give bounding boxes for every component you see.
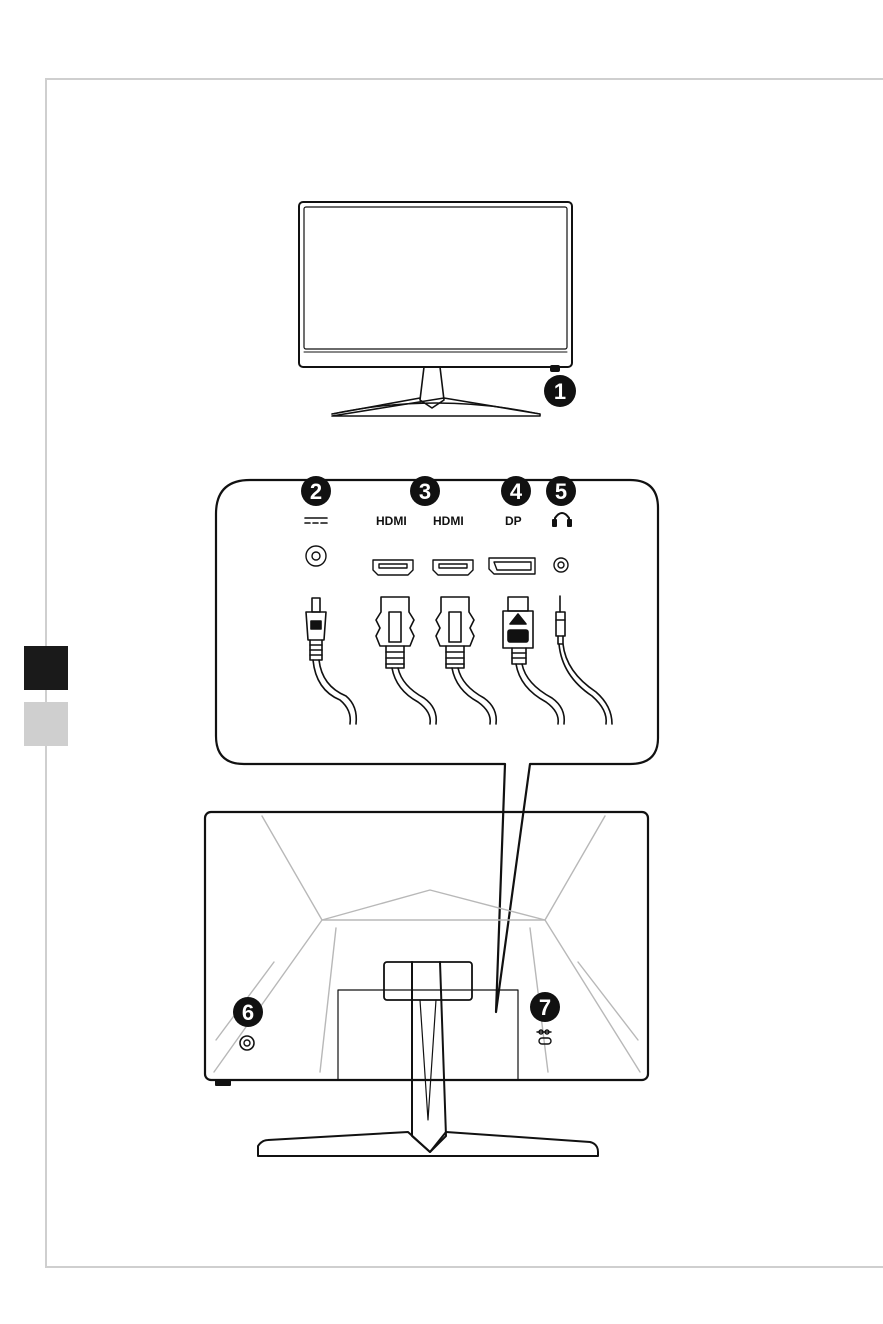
dc-power-cable	[306, 598, 356, 724]
power-button-icon	[551, 366, 559, 371]
displayport-port	[489, 558, 535, 574]
callout-badge-7: 7	[530, 992, 560, 1022]
svg-text:7: 7	[539, 995, 551, 1020]
callout-badge-2: 2	[301, 476, 331, 506]
callout-badge-6: 6	[233, 997, 263, 1027]
svg-text:5: 5	[555, 479, 567, 504]
back-audio-jack	[240, 1036, 254, 1050]
svg-text:4: 4	[510, 479, 523, 504]
callout-badge-5: 5	[546, 476, 576, 506]
monitor-front-view	[299, 202, 572, 416]
callout-badge-1: 1	[544, 375, 576, 407]
svg-text:6: 6	[242, 1000, 254, 1025]
port-label-hdmi-2: HDMI	[433, 514, 464, 528]
hdmi-port-1	[373, 560, 413, 575]
dc-power-icon	[305, 518, 327, 523]
port-label-dp: DP	[505, 514, 522, 528]
svg-text:2: 2	[310, 479, 322, 504]
monitor-back-view	[205, 812, 648, 1156]
dc-power-port	[306, 546, 326, 566]
headphone-port	[554, 558, 568, 572]
svg-text:1: 1	[554, 379, 566, 404]
hdmi-cable-1	[376, 597, 436, 724]
callout-badge-4: 4	[501, 476, 531, 506]
hdmi-port-2	[433, 560, 473, 575]
headphone-icon	[553, 513, 571, 526]
hdmi-cable-2	[436, 597, 496, 724]
audio-cable	[556, 596, 612, 724]
displayport-cable	[503, 597, 564, 724]
callout-badge-3: 3	[410, 476, 440, 506]
port-label-hdmi-1: HDMI	[376, 514, 407, 528]
svg-text:3: 3	[419, 479, 431, 504]
